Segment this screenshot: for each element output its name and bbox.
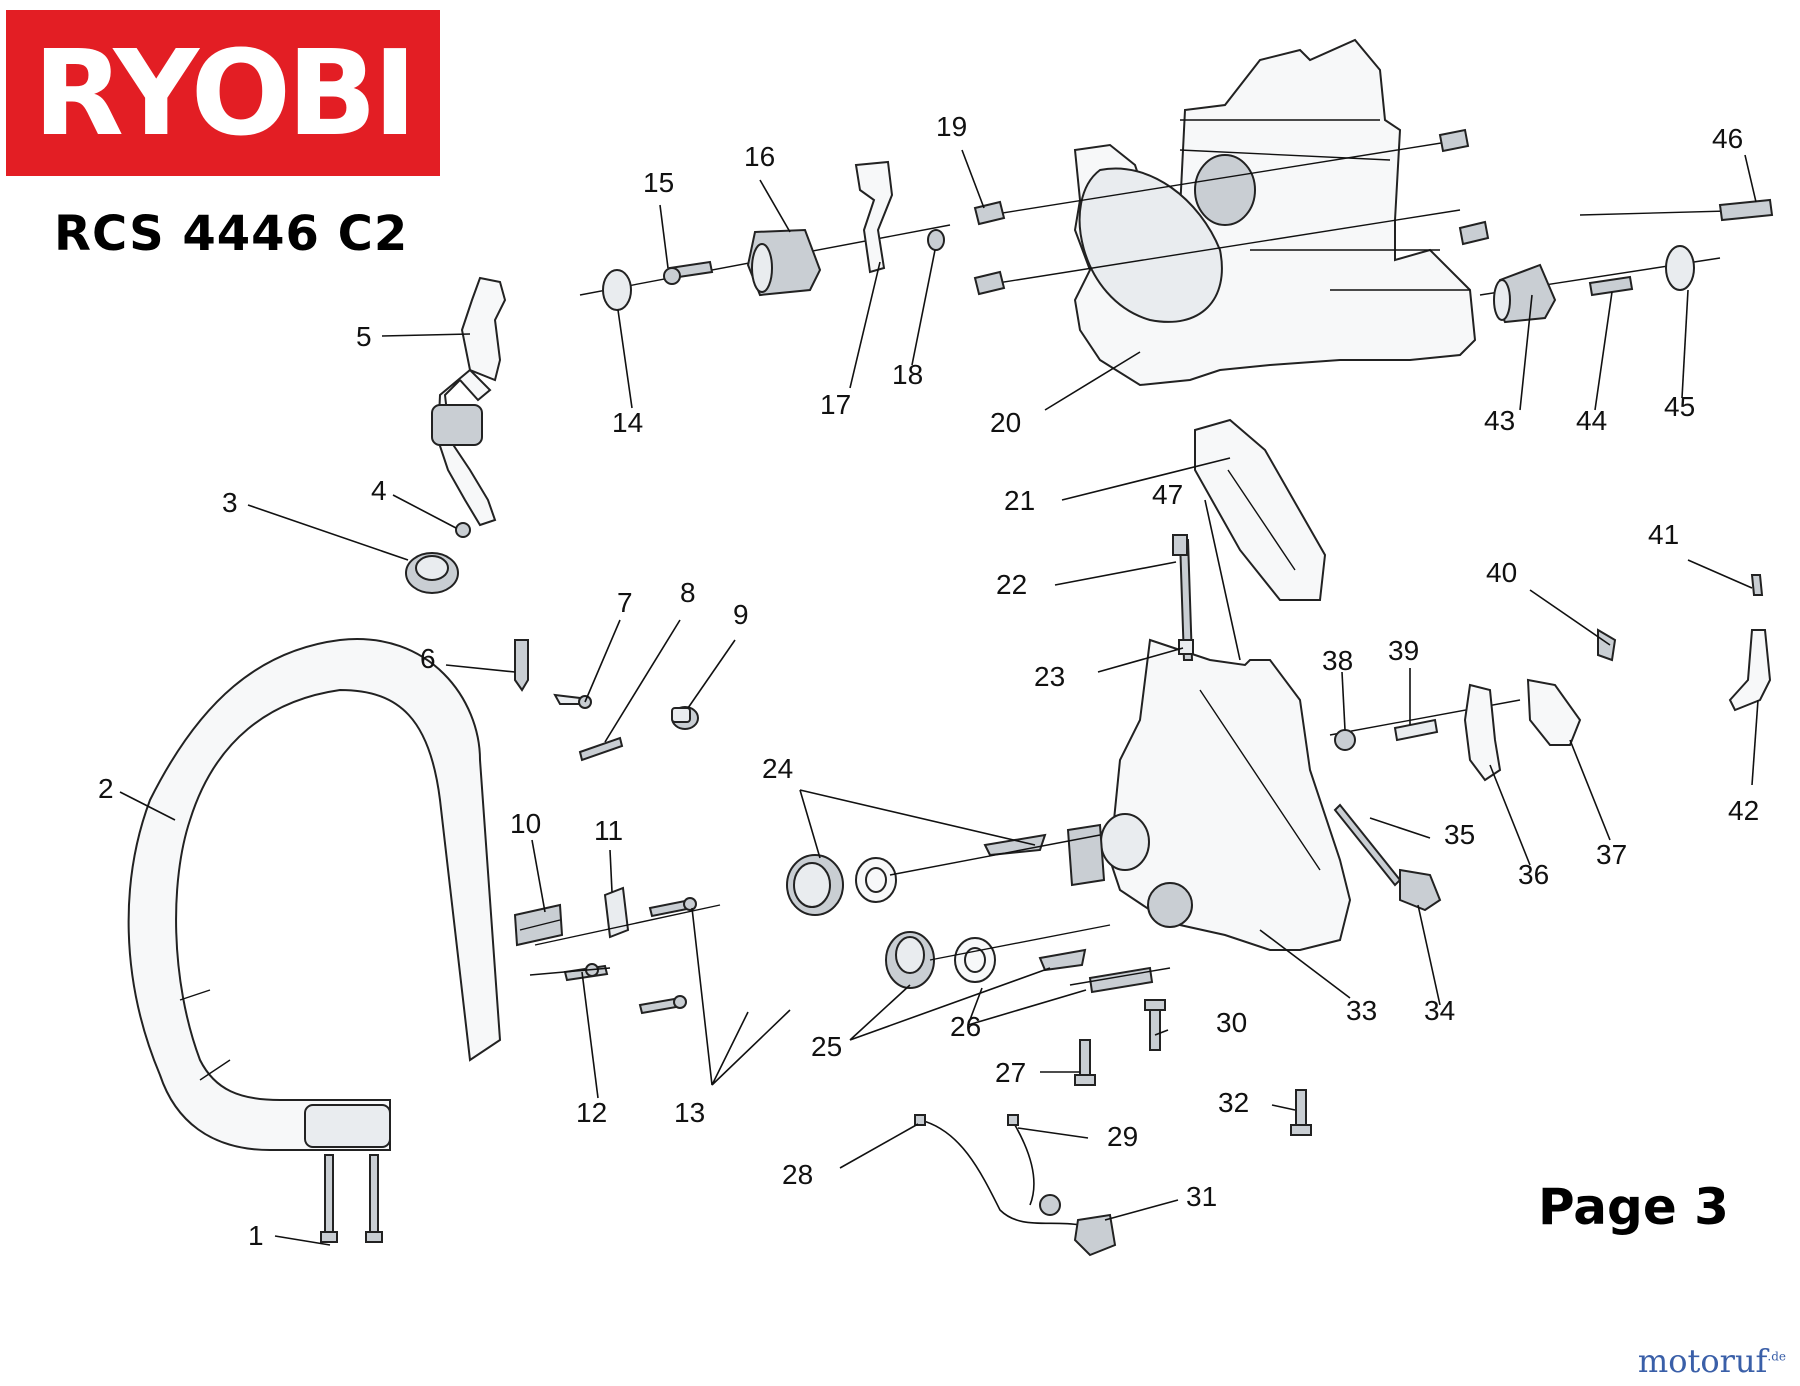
- callout-40: 40: [1486, 557, 1517, 588]
- callout-16: 16: [744, 141, 775, 172]
- callout-38: 38: [1322, 645, 1353, 676]
- callout-46: 46: [1712, 123, 1743, 154]
- screws-group: [1069, 966, 1312, 1136]
- callout-25: 25: [811, 1031, 842, 1062]
- callout-1: 1: [248, 1220, 264, 1251]
- callout-37: 37: [1596, 839, 1627, 870]
- callout-45: 45: [1664, 391, 1695, 422]
- callout-22: 22: [996, 569, 1027, 600]
- brand-logo-text: RYOBI: [33, 24, 417, 162]
- right-side-parts: [1329, 574, 1772, 782]
- watermark-text: motoruf: [1637, 1342, 1768, 1380]
- callout-24: 24: [762, 753, 793, 784]
- callout-30: 30: [1216, 1007, 1247, 1038]
- small-parts-group: [514, 639, 699, 762]
- callout-32: 32: [1218, 1087, 1249, 1118]
- callout-8: 8: [680, 577, 696, 608]
- callout-47: 47: [1152, 479, 1183, 510]
- callout-11: 11: [594, 815, 623, 846]
- engine-housing-part: [973, 38, 1490, 387]
- watermark-suffix: .de: [1767, 1349, 1786, 1364]
- caps-parts: [786, 833, 1111, 989]
- callout-36: 36: [1518, 859, 1549, 890]
- callout-14: 14: [612, 407, 643, 438]
- brand-logo: RYOBI: [6, 10, 440, 176]
- callout-7: 7: [617, 587, 633, 618]
- callout-26: 26: [950, 1011, 981, 1042]
- callout-41: 41: [1648, 519, 1679, 550]
- callout-29: 29: [1107, 1121, 1138, 1152]
- wiring-part: [914, 1114, 1117, 1257]
- rear-bracket-part: [431, 276, 507, 527]
- callout-42: 42: [1728, 795, 1759, 826]
- right-axis-parts: [1479, 198, 1774, 324]
- leader-lines: [119, 149, 1759, 1246]
- callout-4: 4: [371, 475, 387, 506]
- handle-grip-part: [1194, 418, 1327, 601]
- callout-33: 33: [1346, 995, 1377, 1026]
- callout-12: 12: [576, 1097, 607, 1128]
- callout-27: 27: [995, 1057, 1026, 1088]
- callout-6: 6: [420, 643, 436, 674]
- callout-31: 31: [1186, 1181, 1217, 1212]
- callout-34: 34: [1424, 995, 1455, 1026]
- callout-2: 2: [98, 773, 114, 804]
- top-axis-parts: [579, 160, 951, 311]
- callout-28: 28: [782, 1159, 813, 1190]
- model-number: RCS 4446 C2: [54, 206, 409, 262]
- callout-43: 43: [1484, 405, 1515, 436]
- callout-35: 35: [1444, 819, 1475, 850]
- callout-3: 3: [222, 487, 238, 518]
- watermark: motoruf.de: [1638, 1342, 1786, 1380]
- callout-numbers: 1 2 3 4 5 6 7 8 9 10 11 12 13 14 15 16 1…: [98, 111, 1759, 1251]
- damper-part: [405, 522, 471, 594]
- trigger-parts-group: [513, 886, 721, 1015]
- callout-21: 21: [1004, 485, 1035, 516]
- callout-5: 5: [356, 321, 372, 352]
- page-label: Page 3: [1538, 1178, 1729, 1236]
- callout-18: 18: [892, 359, 923, 390]
- callout-10: 10: [510, 808, 541, 839]
- callout-23: 23: [1034, 661, 1065, 692]
- callout-44: 44: [1576, 405, 1607, 436]
- callout-39: 39: [1388, 635, 1419, 666]
- oil-pump-parts: [1333, 803, 1442, 912]
- callout-9: 9: [733, 599, 749, 630]
- callout-19: 19: [936, 111, 967, 142]
- callout-20: 20: [990, 407, 1021, 438]
- handle-screw-part: [320, 1154, 383, 1243]
- callout-13: 13: [674, 1097, 705, 1128]
- front-handle-part: [127, 638, 502, 1151]
- callout-15: 15: [643, 167, 674, 198]
- callout-17: 17: [820, 389, 851, 420]
